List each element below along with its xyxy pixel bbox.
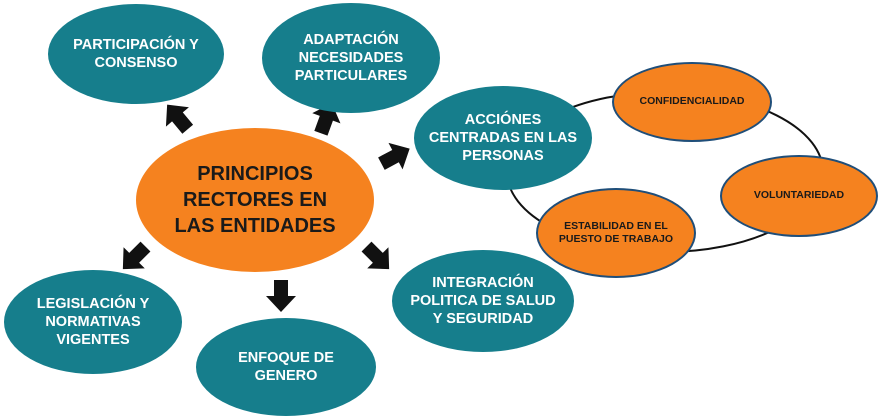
arrow-to-integracion — [361, 241, 390, 270]
arrow-to-acciones — [378, 142, 410, 170]
arrow-to-enfoque — [266, 280, 296, 312]
node-confidencialidad: CONFIDENCIALIDAD — [612, 62, 772, 142]
node-estabilidad: ESTABILIDAD EN EL PUESTO DE TRABAJO — [536, 188, 696, 278]
node-central-principios: PRINCIPIOS RECTORES EN LAS ENTIDADES — [136, 128, 374, 272]
arrow-to-legislacion — [122, 241, 151, 270]
node-acciones: ACCIÓNES CENTRADAS EN LAS PERSONAS — [414, 86, 592, 190]
node-participacion: PARTICIPACIÓN Y CONSENSO — [48, 4, 224, 104]
node-legislacion: LEGISLACIÓN Y NORMATIVAS VIGENTES — [4, 270, 182, 374]
node-voluntariedad: VOLUNTARIEDAD — [720, 155, 878, 237]
node-enfoque: ENFOQUE DE GENERO — [196, 318, 376, 416]
node-integracion: INTEGRACIÓN POLITICA DE SALUD Y SEGURIDA… — [392, 250, 574, 352]
node-adaptacion: ADAPTACIÓN NECESIDADES PARTICULARES — [262, 3, 440, 113]
arrow-to-participacion — [165, 104, 194, 134]
